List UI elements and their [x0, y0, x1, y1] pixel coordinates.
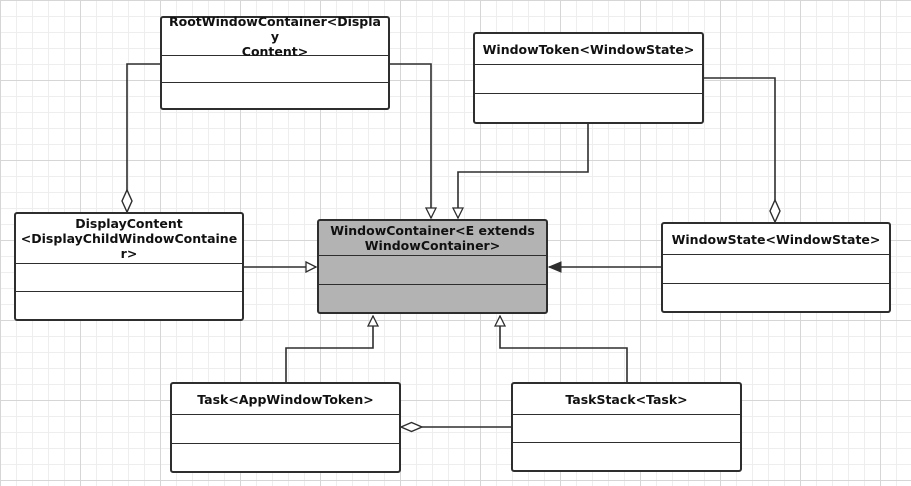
operations-section: [172, 444, 399, 472]
aggregation-diamond-display: [121, 188, 133, 214]
class-name: WindowToken<WindowState>: [475, 34, 702, 65]
class-window-container[interactable]: WindowContainer<E extends WindowContaine…: [317, 219, 548, 314]
operations-section: [475, 94, 702, 122]
generalization-token-to-container: [458, 124, 589, 218]
operations-section: [162, 83, 388, 109]
class-name: Task<AppWindowToken>: [172, 384, 399, 415]
class-task[interactable]: Task<AppWindowToken>: [170, 382, 401, 473]
class-name: TaskStack<Task>: [513, 384, 740, 415]
generalization-stack-to-container: [500, 316, 628, 382]
attributes-section: [162, 56, 388, 83]
attributes-section: [319, 256, 546, 285]
attributes-section: [172, 415, 399, 444]
class-name: RootWindowContainer<Display Content>: [162, 14, 388, 59]
class-window-state[interactable]: WindowState<WindowState>: [661, 222, 891, 313]
class-root-window-container[interactable]: RootWindowContainer<Display Content>: [160, 14, 390, 110]
operations-section: [16, 292, 242, 319]
class-window-token[interactable]: WindowToken<WindowState>: [473, 32, 704, 124]
class-task-stack[interactable]: TaskStack<Task>: [511, 382, 742, 472]
generalization-root-to-container: [390, 63, 431, 218]
aggregation-diamond-state: [769, 198, 781, 224]
class-name: WindowState<WindowState>: [663, 224, 889, 255]
operations-section: [319, 285, 546, 313]
attributes-section: [663, 255, 889, 284]
operations-section: [513, 443, 740, 470]
aggregation-display-root: [126, 63, 160, 212]
aggregation-diamond-task: [399, 421, 424, 433]
attributes-section: [513, 415, 740, 443]
attributes-section: [475, 65, 702, 94]
attributes-section: [16, 264, 242, 292]
aggregation-state-token: [704, 77, 776, 200]
class-name: DisplayContent <DisplayChildWindowContai…: [16, 214, 242, 264]
class-name: WindowContainer<E extends WindowContaine…: [319, 221, 546, 256]
class-display-content[interactable]: DisplayContent <DisplayChildWindowContai…: [14, 212, 244, 321]
generalization-task-to-container: [285, 316, 373, 382]
operations-section: [663, 284, 889, 312]
